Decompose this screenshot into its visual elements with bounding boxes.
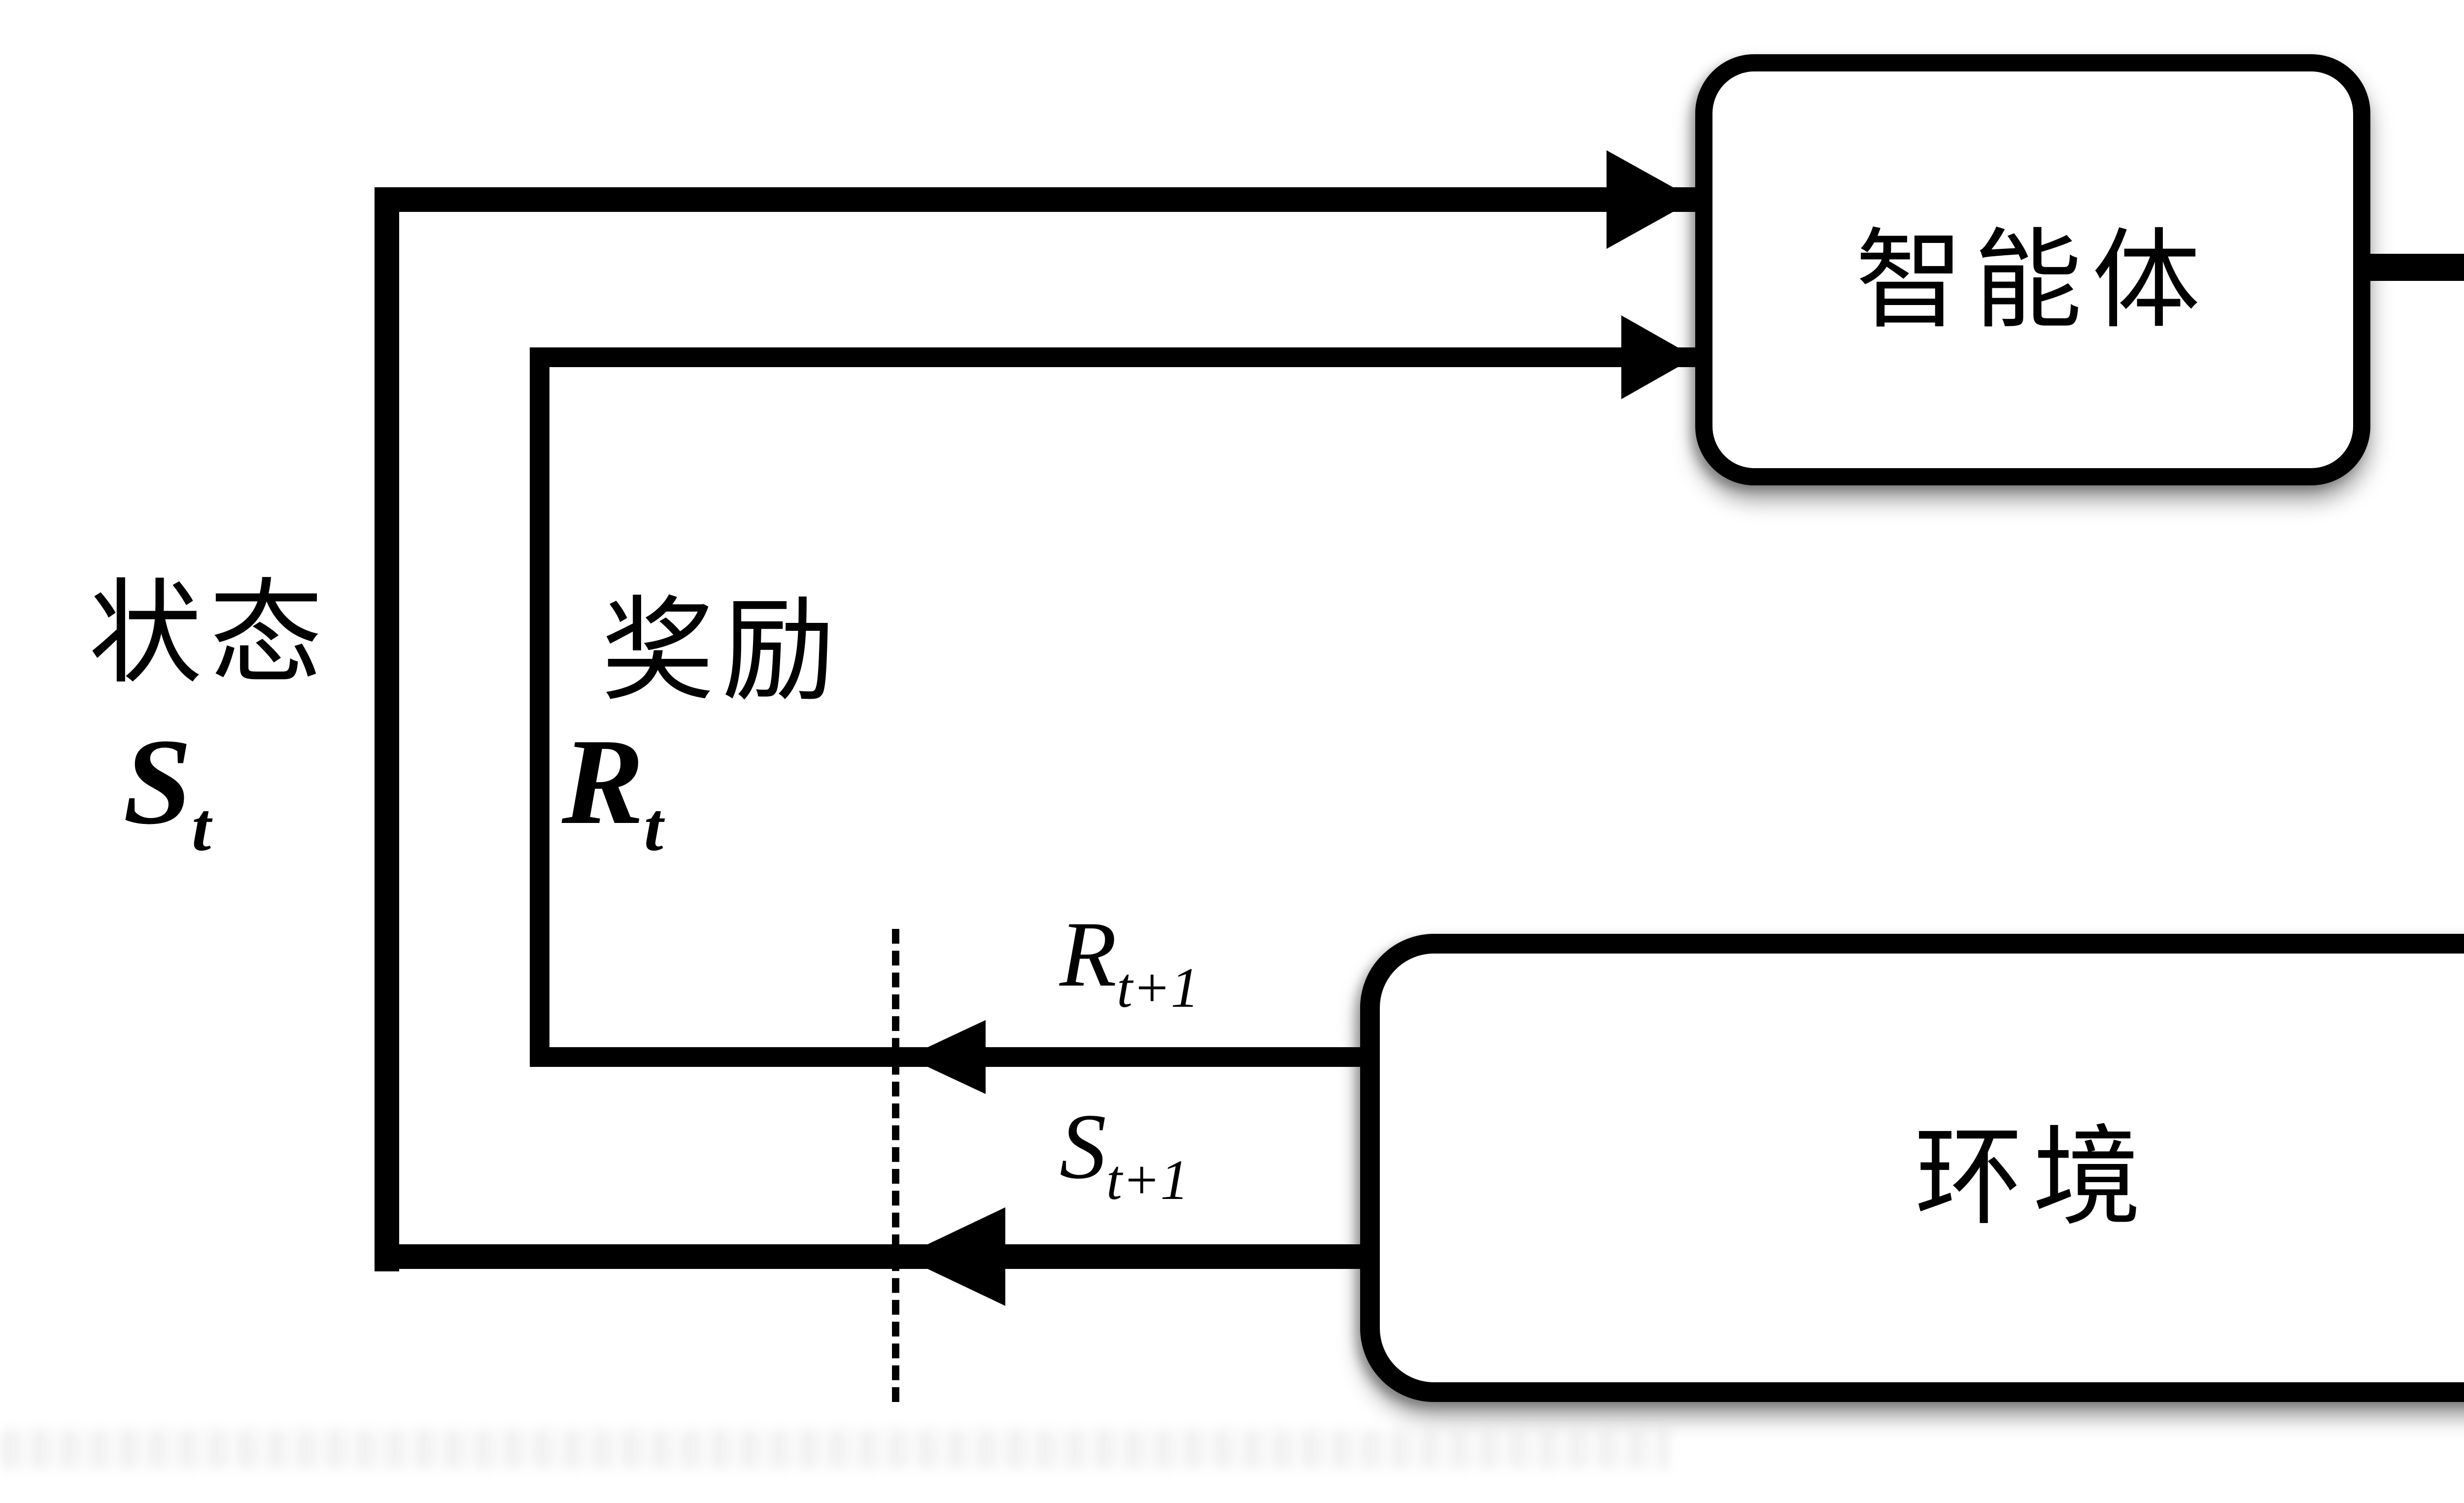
- cropped-caption-remnant: [5, 1429, 1668, 1469]
- environment-box: 环境: [1360, 934, 2464, 1402]
- state-symbol: St: [123, 710, 211, 864]
- next-state-symbol: St+1: [1060, 1094, 1189, 1209]
- next-reward-symbol: Rt+1: [1060, 902, 1199, 1017]
- state-to-agent-arrowhead-icon: [1607, 150, 1695, 249]
- next-state-symbol-base: S: [1060, 1096, 1106, 1200]
- next-reward-symbol-sub: t+1: [1117, 957, 1199, 1019]
- agent-box: 智能体: [1695, 54, 2370, 485]
- next-state-arrowhead-icon: [902, 1207, 1005, 1306]
- agent-box-label: 智能体: [1855, 220, 2210, 342]
- reward-line-left: [530, 347, 549, 1067]
- state-line-top: [375, 187, 1695, 212]
- reward-label: 奖励: [601, 589, 843, 715]
- environment-box-label: 环境: [1915, 1119, 2151, 1239]
- state-symbol-sub: t: [192, 791, 211, 867]
- reward-symbol-base: R: [562, 712, 644, 850]
- next-reward-arrowhead-icon: [907, 1020, 986, 1094]
- next-state-line: [375, 1244, 1360, 1269]
- next-state-symbol-sub: t+1: [1106, 1149, 1189, 1211]
- next-reward-symbol-base: R: [1060, 904, 1117, 1008]
- action-line-top: [2370, 254, 2464, 281]
- state-label: 状态: [89, 572, 330, 697]
- reward-to-agent-arrowhead-icon: [1621, 315, 1695, 399]
- reward-symbol-sub: t: [644, 791, 663, 867]
- state-line-left: [375, 187, 399, 1271]
- reward-line-top: [530, 347, 1695, 367]
- reward-symbol: Rt: [562, 710, 663, 864]
- state-symbol-base: S: [123, 712, 192, 850]
- time-boundary-dashed-line: [892, 929, 899, 1402]
